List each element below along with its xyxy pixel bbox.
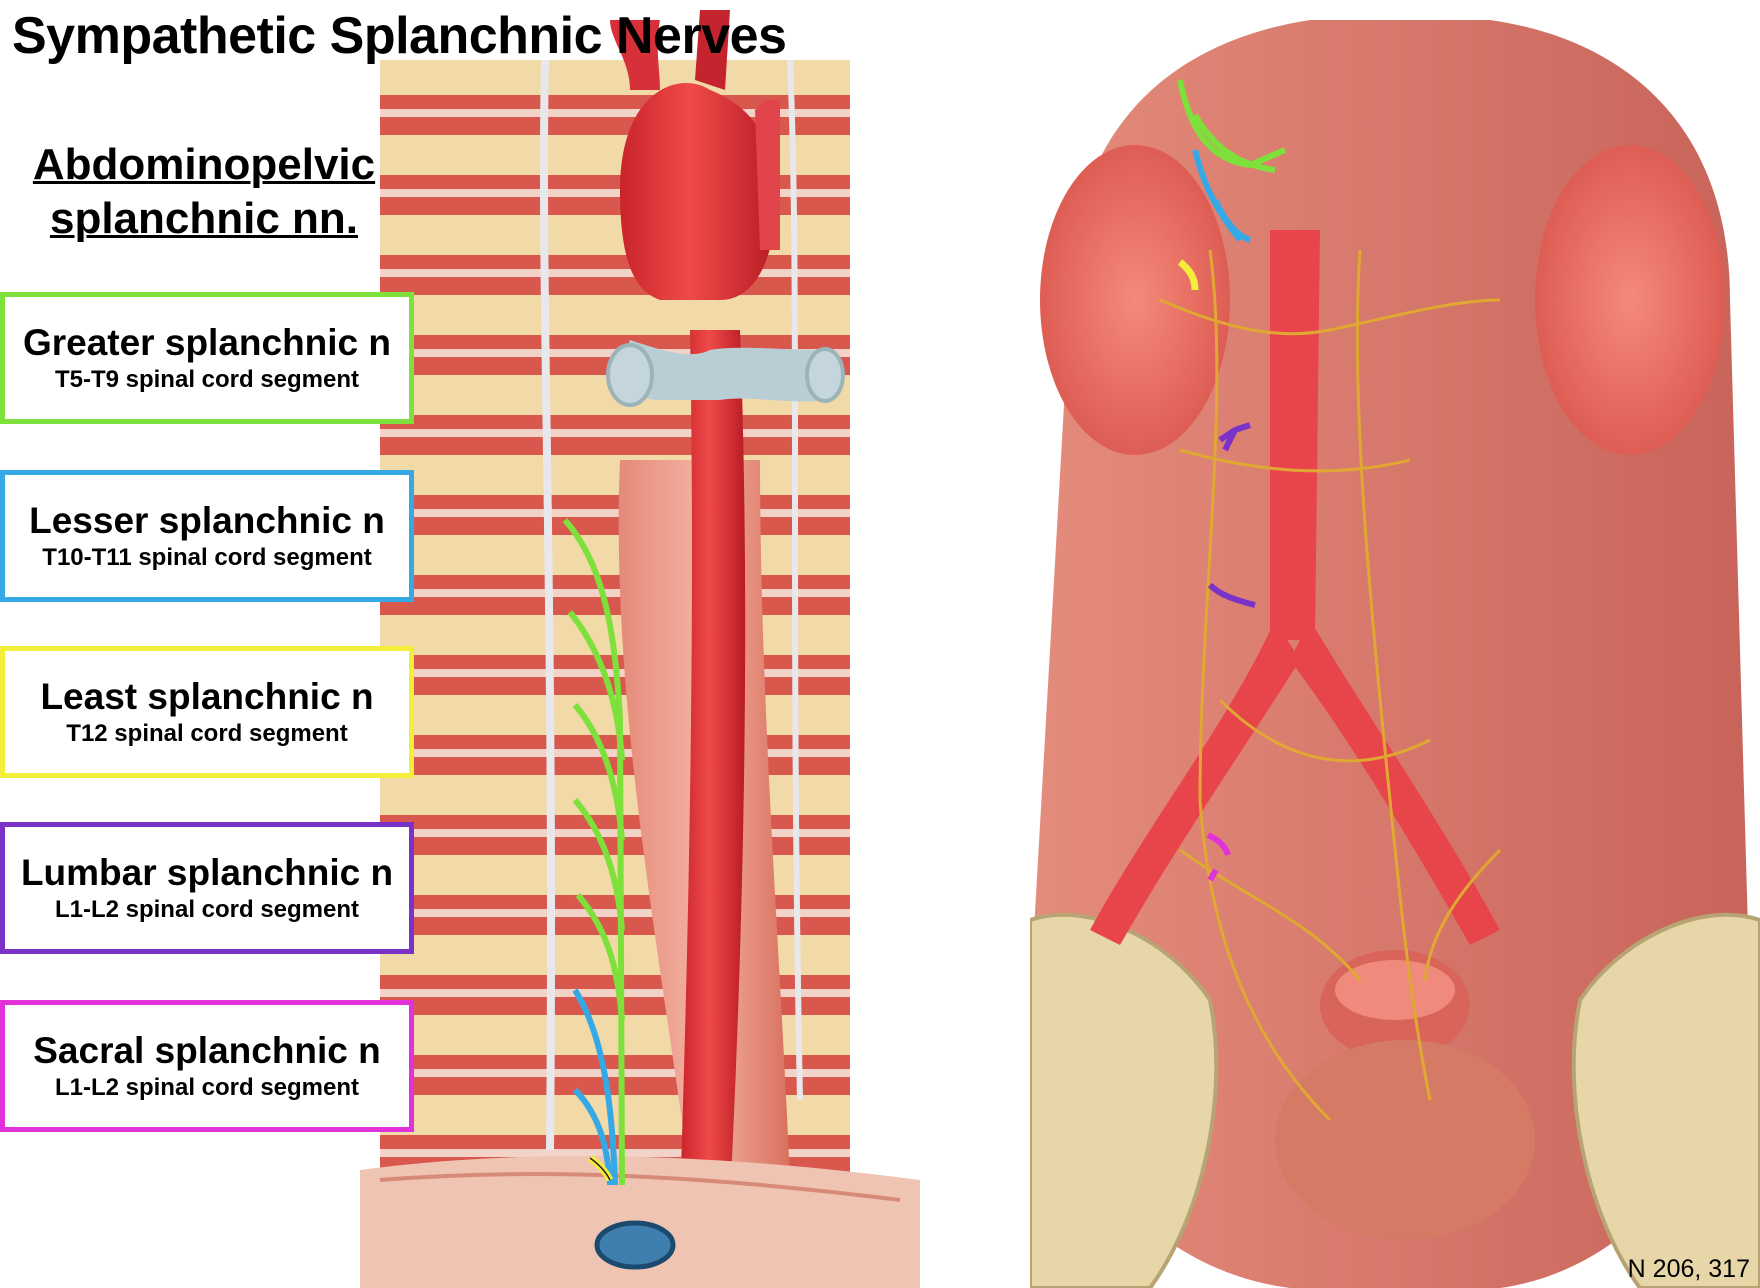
nerve-name: Lumbar splanchnic n [20, 852, 394, 893]
rib-highlight [380, 429, 850, 437]
nerve-segment: T12 spinal cord segment [66, 720, 348, 747]
nerve-segment: T5-T9 spinal cord segment [54, 366, 360, 393]
rib-highlight [380, 829, 850, 837]
sacral-splanchnic-box: Sacral splanchnic n L1-L2 spinal cord se… [0, 1000, 414, 1132]
least-splanchnic-box: Least splanchnic n T12 spinal cord segme… [0, 646, 414, 778]
nerve-name: Least splanchnic n [40, 676, 374, 717]
rib-highlight [380, 909, 850, 917]
rib-highlight [380, 989, 850, 997]
rib-highlight [380, 109, 850, 117]
rib-highlight [380, 589, 850, 597]
nerve-name: Sacral splanchnic n [33, 1030, 381, 1071]
nerve-segment: T10-T11 spinal cord segment [42, 544, 372, 571]
thoracic-sympathetic-trunk-illustration [360, 0, 920, 1288]
lesser-splanchnic-box: Lesser splanchnic n T10-T11 spinal cord … [0, 470, 414, 602]
rib-highlight [380, 749, 850, 757]
section-subtitle: Abdominopelvic splanchnic nn. [14, 138, 394, 246]
abdominopelvic-autonomic-plexus-illustration [1030, 0, 1760, 1288]
nerve-name: Lesser splanchnic n [29, 500, 385, 541]
subtitle-line-2: splanchnic nn. [49, 194, 359, 243]
rib-highlight [380, 509, 850, 517]
nerve-segment: L1-L2 spinal cord segment [54, 1074, 360, 1101]
rib-highlight [380, 1069, 850, 1077]
nerve-segment: L1-L2 spinal cord segment [54, 896, 360, 923]
rib-highlight [380, 189, 850, 197]
page-title: Sympathetic Splanchnic Nerves [12, 7, 787, 65]
lumbar-splanchnic-box: Lumbar splanchnic n L1-L2 spinal cord se… [0, 822, 414, 954]
netter-reference: N 206, 317 [1627, 1255, 1750, 1283]
nerve-name: Greater splanchnic n [22, 322, 392, 363]
greater-splanchnic-box: Greater splanchnic n T5-T9 spinal cord s… [0, 292, 414, 424]
rib-highlight [380, 269, 850, 277]
subtitle-line-1: Abdominopelvic [32, 140, 376, 189]
